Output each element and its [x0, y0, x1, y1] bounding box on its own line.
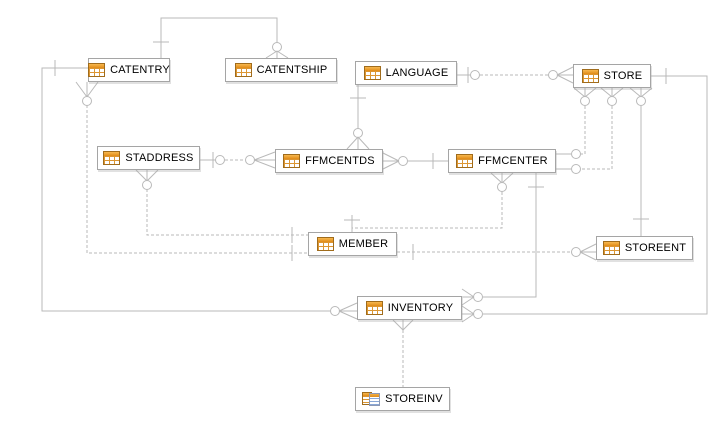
connector-staddress-member[interactable]: [135, 169, 308, 243]
entity-label: STORE: [603, 70, 643, 82]
entity-label: STOREENT: [624, 242, 687, 254]
entity-label: FFMCENTER: [478, 155, 548, 167]
entity-staddress[interactable]: STADDRESS: [97, 146, 200, 170]
entity-label: CATENTSHIP: [256, 64, 328, 76]
entity-label: MEMBER: [338, 238, 389, 250]
connector-store-storeent[interactable]: [629, 87, 653, 236]
connector-language-ffmcentds[interactable]: [346, 85, 370, 150]
entity-inventory[interactable]: INVENTORY: [357, 296, 462, 320]
table-icon: [316, 237, 334, 251]
entity-ffmcentds[interactable]: FFMCENTDS: [275, 149, 383, 173]
table-icon: [581, 69, 599, 83]
connector-staddress-ffmcentds[interactable]: [200, 151, 276, 169]
table-icon: [456, 154, 474, 168]
connector-catentry-member[interactable]: [75, 81, 308, 261]
entity-language[interactable]: LANGUAGE: [355, 61, 457, 85]
connector-ffmcentds-ffmcenter[interactable]: [382, 152, 448, 170]
entity-catentship[interactable]: CATENTSHIP: [225, 58, 337, 82]
entity-store[interactable]: STORE: [573, 64, 651, 88]
entity-member[interactable]: MEMBER: [308, 232, 397, 256]
entity-label: LANGUAGE: [385, 67, 449, 79]
connector-inventory-storeinv[interactable]: [392, 319, 414, 387]
table-icon: [103, 151, 121, 165]
table-icon: [363, 66, 381, 80]
entity-label: STOREINV: [385, 393, 443, 405]
table-icon: [602, 241, 620, 255]
connector-language-store[interactable]: [457, 66, 574, 84]
table-icon: [234, 63, 252, 77]
entity-ffmcenter[interactable]: FFMCENTER: [448, 149, 556, 173]
view-icon: [362, 392, 381, 406]
entity-label: STADDRESS: [125, 152, 194, 164]
entity-catentry[interactable]: CATENTRY: [88, 58, 170, 82]
connector-member-storeent[interactable]: [397, 243, 597, 261]
connector-store-ffmcenter-2[interactable]: [556, 87, 624, 174]
table-icon: [365, 301, 383, 315]
entity-storeent[interactable]: STOREENT: [596, 236, 693, 260]
connector-ffmcenter-member[interactable]: [344, 172, 514, 232]
table-icon: [88, 63, 106, 77]
entity-label: CATENTRY: [110, 64, 170, 76]
entity-label: FFMCENTDS: [305, 155, 375, 167]
connector-ffmcenter-inventory[interactable]: [461, 173, 544, 306]
connector-catentry-inventory[interactable]: [41, 60, 358, 320]
view-icon-page-part: [369, 393, 381, 406]
entity-storeinv[interactable]: STOREINV: [355, 387, 450, 411]
connector-catentry-catentship[interactable]: [153, 17, 289, 59]
connector-store-ffmcenter-1[interactable]: [556, 87, 597, 159]
entity-label: INVENTORY: [387, 302, 454, 314]
connector-store-inventory[interactable]: [461, 68, 708, 323]
table-icon: [283, 154, 301, 168]
